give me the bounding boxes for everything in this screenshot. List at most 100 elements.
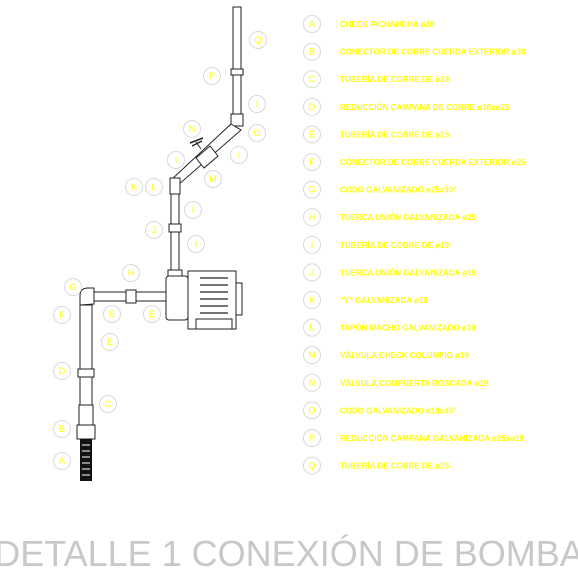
legend-bubble — [303, 346, 321, 365]
callout-bubble — [203, 67, 221, 85]
union-middle — [168, 223, 182, 233]
callout-letter: G — [69, 282, 76, 292]
legend-letter: P — [309, 433, 315, 443]
pipe-lower-wide — [79, 376, 93, 406]
connector-ring — [76, 424, 96, 440]
callout-bubble — [204, 170, 222, 188]
callout-letter: I — [256, 99, 259, 109]
callout-e: E — [101, 333, 119, 351]
callout-bubble — [125, 178, 143, 196]
legend-bubble — [303, 15, 321, 33]
legend-letter: C — [309, 74, 316, 84]
callout-a: A — [53, 452, 71, 470]
legend-letter: I — [311, 240, 314, 250]
legend-item: C TUBERÍA DE COBRE DE ø38 — [303, 70, 450, 89]
callout-c: C — [99, 395, 117, 413]
pipe-middle-vertical — [170, 193, 180, 225]
reduction-lower — [77, 368, 95, 378]
callout-letter: I — [195, 239, 198, 249]
callout-j: J — [145, 221, 163, 239]
legend-description: TUERCA UNIÓN GALVANIZADA ø19 — [340, 268, 477, 277]
callout-i: I — [187, 235, 205, 253]
legend-letter: A — [309, 19, 315, 29]
legend-bubble — [303, 125, 321, 144]
callout-letter: J — [152, 225, 157, 235]
elbow-lower — [79, 287, 95, 306]
callout-bubble — [183, 120, 201, 138]
legend-bubble — [303, 401, 321, 420]
legend-bubble — [303, 456, 321, 475]
legend-description: TUBERÍA DE COBRE DE ø38 — [340, 75, 450, 84]
callout-letter: M — [209, 174, 217, 184]
legend-item: F CONECTOR DE COBRE CUERDA EXTERIOR ø25 — [303, 153, 526, 171]
callout-bubble — [230, 146, 248, 164]
fitting-top-lower — [230, 113, 244, 127]
legend-bubble — [303, 429, 321, 447]
callout-bubble — [187, 235, 205, 253]
callout-b: B — [53, 420, 71, 438]
legend-bubble — [303, 180, 321, 199]
callout-bubble — [145, 221, 163, 239]
legend-bubble — [303, 373, 321, 392]
legend-letter: H — [309, 212, 316, 222]
callout-letter: I — [175, 155, 178, 165]
pipe-lower-vertical — [79, 304, 93, 370]
legend-description: CONECTOR DE COBRE CUERDA EXTERIOR ø25 — [340, 158, 526, 167]
pipe-middle-lower — [170, 231, 180, 273]
legend-description: TUBERÍA DE COBRE DE ø19 — [340, 241, 450, 250]
legend-item: L TAPÓN MACHO GALVANIZADO ø19 — [303, 318, 476, 337]
legend-letter: L — [309, 323, 314, 333]
callout-bubble — [99, 395, 117, 413]
callout-letter: O — [253, 128, 260, 138]
union-horizontal — [125, 289, 137, 304]
motor-fins — [200, 277, 228, 314]
callout-p: P — [203, 67, 221, 85]
callout-n: N — [183, 120, 201, 138]
legend-bubble — [303, 42, 321, 61]
legend-bubble — [303, 70, 321, 89]
callout-d: D — [53, 362, 71, 380]
legend-description: TUBERÍA DE COBRE DE ø25 — [340, 130, 450, 139]
callout-l: L — [145, 178, 163, 196]
legend-letter: N — [309, 378, 316, 388]
reduction-top — [230, 68, 244, 76]
callout-i: I — [248, 95, 266, 113]
legend-description: TAPÓN MACHO GALVANIZADO ø19 — [340, 324, 476, 333]
callout-bubble — [248, 95, 266, 113]
legend-item: J TUERCA UNIÓN GALVANIZADA ø19 — [303, 263, 477, 282]
motor-endcap — [235, 282, 243, 316]
legend-item: I TUBERÍA DE COBRE DE ø19 — [303, 235, 450, 254]
legend-bubble — [303, 235, 321, 254]
legend-description: REDUCCIÓN CAMPANA GALVANIZADA ø25xø19 — [340, 434, 524, 443]
pipe-assembly — [76, 6, 244, 481]
legend-bubble — [303, 97, 321, 116]
callout-i: I — [184, 201, 202, 219]
legend-letter: Q — [308, 461, 315, 471]
callout-bubble — [103, 305, 121, 323]
pump-volute — [165, 275, 189, 321]
legend-description: "Y" GALVANIZADA ø19 — [340, 296, 428, 305]
legend-letter: O — [308, 405, 315, 415]
callout-o: O — [248, 124, 266, 142]
callout-f: F — [53, 306, 71, 324]
callout-letter: D — [59, 366, 66, 376]
callout-k: K — [125, 178, 143, 196]
legend-letter: J — [310, 267, 315, 277]
legend-letter: E — [309, 129, 315, 139]
legend-letter: F — [309, 157, 315, 167]
legend-description: TUBERÍA DE COBRE DE ø25 — [340, 462, 450, 471]
legend-letter: G — [308, 185, 315, 195]
callout-g: G — [64, 278, 82, 296]
callout-letter: E — [109, 309, 115, 319]
y-fitting — [169, 177, 181, 195]
callout-letter: I — [192, 205, 195, 215]
callout-letter: H — [128, 268, 135, 278]
callout-m: M — [204, 170, 222, 188]
